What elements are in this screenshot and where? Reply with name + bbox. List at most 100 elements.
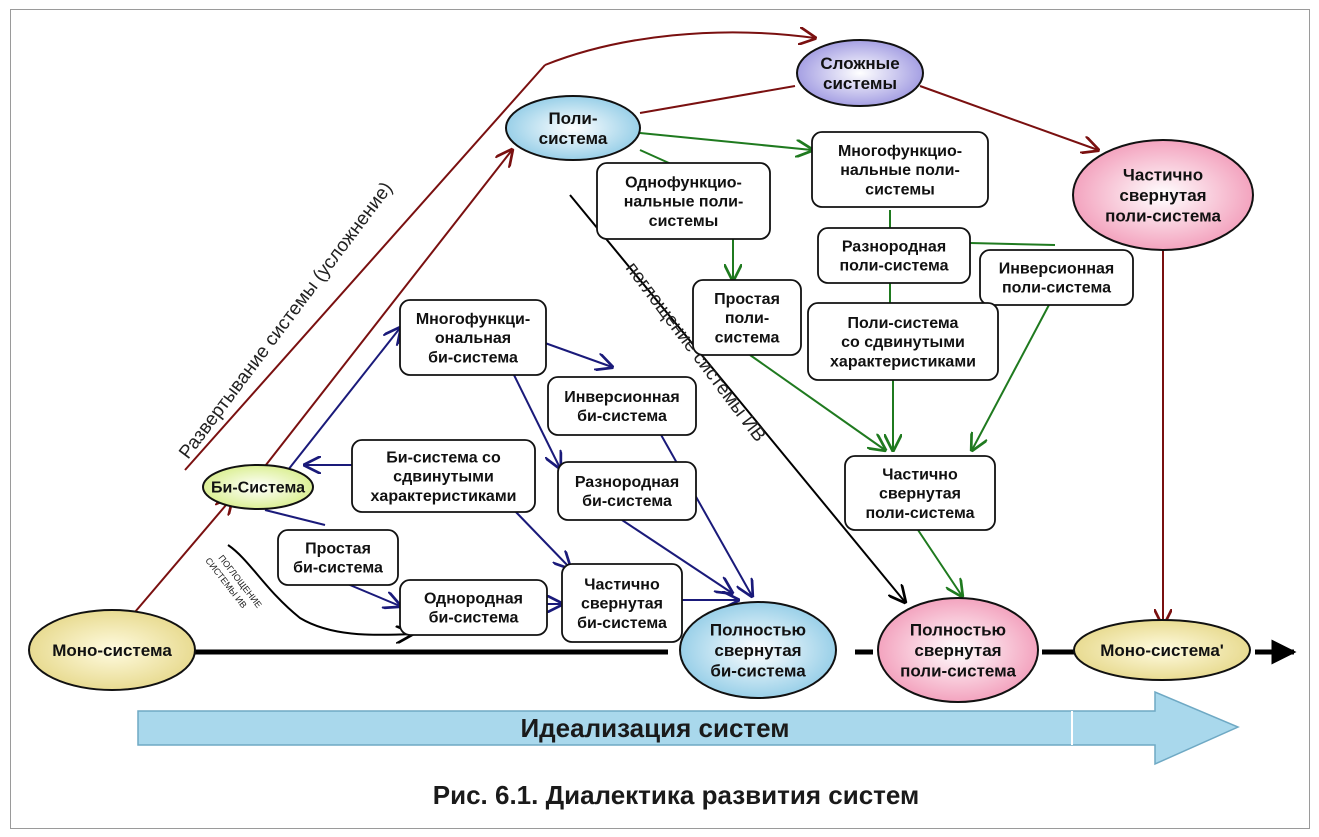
- node-label-line: система: [715, 329, 780, 346]
- red-arrows: [134, 32, 1163, 625]
- node-single-poli: Однофункцио-нальные поли-системы: [596, 162, 771, 240]
- node-part-bi: Частично свернутая би-система: [561, 563, 683, 643]
- node-label-line: поли-система: [839, 258, 948, 275]
- node-shape: [796, 39, 924, 107]
- node-label-line: Поли-: [548, 109, 597, 128]
- node-shape: [811, 131, 989, 208]
- node-label-line: нальные поли-: [840, 162, 960, 179]
- node-part-poli-mid: Частично свернутая поли-система: [844, 455, 996, 531]
- node-label-line: би-система: [710, 661, 806, 680]
- node-label-line: ональная: [435, 330, 511, 347]
- node-label-line: Поли-система: [848, 315, 959, 332]
- node-label-line: система: [539, 129, 608, 148]
- node-shape: [277, 529, 399, 586]
- node-label-line: Моно-система: [52, 641, 172, 660]
- node-label-line: би-система: [577, 615, 667, 632]
- node-label-line: поли-система: [900, 661, 1016, 680]
- node-shape: [561, 563, 683, 643]
- node-label-line: Простая: [714, 291, 780, 308]
- node-label-line: Однородная: [424, 591, 523, 608]
- figure-frame: [10, 9, 1310, 829]
- figure-caption: Рис. 6.1. Диалектика развития систем: [433, 780, 920, 810]
- idealization-banner: Идеализация систем: [137, 690, 1240, 766]
- banner-text: Идеализация систем: [520, 713, 789, 743]
- unfolding-label: Развертывание системы (усложнение): [175, 178, 397, 463]
- node-mono: Моно-система: [28, 609, 196, 691]
- node-multi-bi: Многофункци-ональная би-система: [399, 299, 547, 376]
- node-shape: [979, 249, 1134, 306]
- node-shift-poli: Поли-система со сдвинутыми характеристикам…: [807, 302, 999, 381]
- node-label-line: характеристиками: [371, 488, 517, 505]
- node-label-line: характеристиками: [830, 353, 976, 370]
- node-shape: [399, 579, 548, 636]
- node-hetero-bi: Разнородная би-система: [557, 461, 697, 521]
- node-label-line: би-система: [582, 493, 672, 510]
- node-inv-bi: Инверсионная би-система: [547, 376, 697, 436]
- node-shape: [877, 597, 1039, 703]
- node-label-line: би-система: [429, 610, 519, 627]
- node-label-line: поли-система: [1105, 206, 1221, 225]
- node-label-line: свернутая: [581, 596, 663, 613]
- node-shape: [1072, 139, 1254, 251]
- node-label-line: Сложные: [820, 54, 899, 73]
- node-shape: [28, 609, 196, 691]
- node-shape: [202, 464, 314, 510]
- node-shape: [547, 376, 697, 436]
- node-shape: [844, 455, 996, 531]
- node-label-line: би-система: [428, 349, 518, 366]
- node-label-line: поли-система: [865, 505, 974, 522]
- node-bi: Би-Система: [202, 464, 314, 510]
- node-multi-poli: Многофункцио-нальные поли-системы: [811, 131, 989, 208]
- node-label-line: системы: [649, 213, 719, 230]
- node-label-line: сдвинутыми: [393, 469, 494, 486]
- node-shape: [505, 95, 641, 161]
- node-label-line: свернутая: [914, 641, 1001, 660]
- node-label-line: Полностью: [910, 621, 1006, 640]
- node-label-line: Би-Система: [211, 480, 305, 497]
- node-label-line: Инверсионная: [999, 261, 1115, 278]
- node-label-line: би-система: [577, 408, 667, 425]
- node-shape: [692, 279, 802, 356]
- node-label-line: Однофункцио-: [625, 174, 742, 191]
- node-shape: [351, 439, 536, 513]
- node-poli: Поли-система: [505, 95, 641, 161]
- node-label-line: поли-: [725, 310, 769, 327]
- node-label-line: би-система: [293, 560, 383, 577]
- node-homo-bi: Однородная би-система: [399, 579, 548, 636]
- node-label-line: системы: [823, 74, 897, 93]
- node-shape: [557, 461, 697, 521]
- node-shape: [817, 227, 971, 284]
- node-shape: [807, 302, 999, 381]
- node-label-line: Частично: [584, 576, 660, 593]
- node-label-line: Моно-система': [1100, 641, 1224, 660]
- node-label-line: Разнородная: [842, 239, 946, 256]
- node-label-line: Частично: [882, 466, 958, 483]
- node-label-line: Многофункцио-: [838, 143, 962, 160]
- node-label-line: системы: [865, 181, 935, 198]
- node-label-line: свернутая: [879, 486, 961, 503]
- node-shape: [679, 601, 837, 699]
- node-hetero-poli: Разнородная поли-система: [817, 227, 971, 284]
- node-label-line: Разнородная: [575, 474, 679, 491]
- node-simple-poli: Простая поли-система: [692, 279, 802, 356]
- node-label-line: Многофункци-: [416, 311, 530, 328]
- node-shape: [399, 299, 547, 376]
- node-label-line: свернутая: [714, 641, 801, 660]
- node-label-line: Простая: [305, 541, 371, 558]
- node-label-line: Инверсионная: [564, 389, 680, 406]
- node-label-line: со сдвинутыми: [841, 334, 965, 351]
- node-label-line: нальные поли-: [624, 194, 744, 211]
- node-shape: [596, 162, 771, 240]
- node-shape: [1073, 619, 1251, 681]
- node-simple-bi: Простая би-система: [277, 529, 399, 586]
- absorption-label-small: ПОГЛОЩЕНИЕ СИСТЕМЫ ИВ: [203, 553, 264, 610]
- node-label-line: Полностью: [710, 621, 806, 640]
- absorption-arrows: [227, 194, 905, 635]
- node-label-line: Частично: [1123, 166, 1203, 185]
